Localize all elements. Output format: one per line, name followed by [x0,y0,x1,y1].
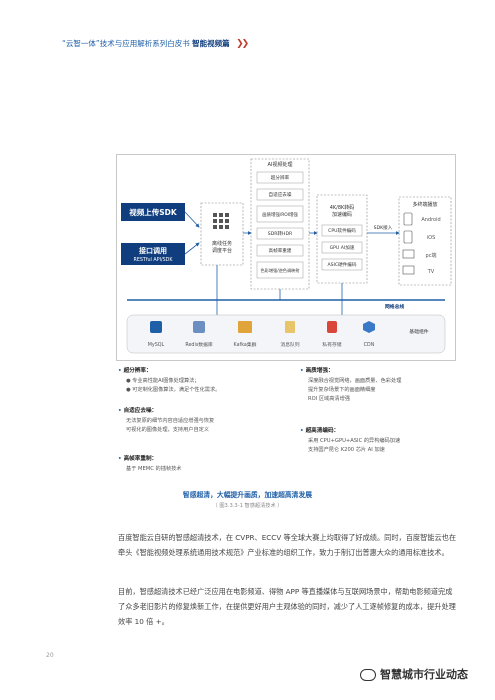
bullet-line: ROI 区域高清增强 [308,396,350,402]
encode-title-1: 4K/8K转码 [330,204,355,211]
bullet-line: 采用 CPU+GPU+ASIC 的异构编码加速 [308,438,401,444]
bullet-line: 无法复原的细节内容自适应增强与恢复 [126,418,215,424]
paragraph: 百度智能云自研的智感超清技术，在 CVPR、ECCV 等全球大赛上均取得了好成绩… [118,533,457,557]
scheduler-label-1: 离线任务 [212,240,232,247]
infra-item: CDN [364,342,375,348]
sdk-upload-label: 视频上传SDK [129,207,178,217]
ai-processing-title: AI视频处理 [268,161,293,168]
bullet-line: 深度融合视觉网络，画面质量、色彩处理 [308,378,402,384]
client-item: TV [427,269,435,275]
client-item: pc端 [426,252,437,259]
clients-box [398,196,452,286]
header-title: “云智一体”技术与应用解析系列白皮书 [62,39,190,48]
clients-title: 多终端播放 [412,201,437,208]
queue-icon [285,321,295,333]
encode-items: CPU软件编码 GPU AI加速 ASIC硬件编码 [321,224,363,271]
infra-item: 消息队列 [280,341,299,348]
phone-icon [403,230,413,244]
ai-items: 超分辨率 自适应去噪 画质增强/ROI增强 SDR转HDR 高帧率重建 色彩增强… [256,171,304,279]
network-bus-label: 网络总线 [385,303,404,310]
ai-item: 高帧率重建 [269,247,292,254]
bullet-title: 超高清编码： [300,426,400,434]
phone-icon [403,212,413,226]
infra-item: 私有存储 [322,341,341,348]
bullet-high-framerate: 高帧率重制： 基于 MEMC 的插帧技术 [118,454,182,474]
ai-item: SDR转HDR [268,230,293,237]
grid-icon [213,213,229,229]
client-item: iOS [427,235,436,241]
bullet-denoise: 自适应去噪： 无法复原的细节内容自适应增强与恢复 可视化的图像处理，支持用户自定… [118,406,215,435]
bullet-line: 支持国产昆仑 K200 芯片 AI 加速 [308,447,385,453]
watermark: 智慧城市行业动态 [360,666,468,682]
encode-item: CPU软件编码 [328,227,356,234]
storage-icon [327,321,337,333]
scheduler-box [200,202,244,266]
bullet-super-resolution: 超分辨率： ● 专业高性能AI图像处理算法； ● 可定制化图像算法，满足个性化需… [118,366,221,395]
infra-item: Kafka集群 [234,341,257,348]
sdk-upload-box [121,203,185,221]
bullet-line: 提升复杂场景下的画面精细度 [308,387,376,393]
api-call-sublabel: RESTful API/SDK [133,257,173,263]
bullet-line: ● 可定制化图像算法，满足个性化需求。 [126,387,221,393]
bullet-title: 超分辨率： [118,366,220,374]
page-number: 20 [46,652,54,659]
database-icon [150,321,162,333]
bullet-line: 基于 MEMC 的插帧技术 [126,466,182,472]
infra-items: MySQL Redis数据库 Kafka集群 消息队列 私有存储 CDN [148,321,375,348]
client-items: Android iOS pc端 TV [402,212,441,275]
figure-caption-sub: （ 图3.3.3-1 智感超清技术 ） [212,503,283,509]
api-call-box [121,243,185,265]
bullet-quality-enhance: 画质增强： 深度融合视觉网络，画面质量、色彩处理 提升复杂场景下的画面精细度 R… [300,366,402,404]
ai-item: 超分辨率 [271,174,290,181]
tv-icon [402,265,415,275]
encode-title-2: 加速编码 [332,211,352,218]
architecture-diagram: 视频上传SDK 接口调用 RESTful API/SDK 离线任务 调度平台 A… [116,154,456,361]
infra-item: MySQL [148,342,165,348]
ai-item: 画质增强/ROI增强 [262,211,298,218]
feature-bullets: 超分辨率： ● 专业高性能AI图像处理算法； ● 可定制化图像算法，满足个性化需… [118,362,454,482]
scheduler-label-2: 调度平台 [212,247,232,254]
client-item: Android [421,217,440,223]
encode-item: GPU AI加速 [330,244,355,251]
bullet-title: 自适应去噪： [118,406,214,414]
api-call-label: 接口调用 [139,246,167,255]
bullet-uhd-encode: 超高清编码： 采用 CPU+GPU+ASIC 的异构编码加速 支持国产昆仑 K2… [300,426,401,455]
architecture-diagram-svg: 视频上传SDK 接口调用 RESTful API/SDK 离线任务 调度平台 A… [121,158,452,354]
infra-label: 基础组件 [409,328,428,335]
ai-item: 色彩增强/逆色调映射 [260,267,299,274]
watermark-text: 智慧城市行业动态 [380,668,468,681]
running-header: “云智一体”技术与应用解析系列白皮书 智能视频篇 ❯❯ [62,38,249,49]
figure-caption-title: 智感超清，大幅提升画质，加速超高清发展 [182,491,313,499]
ai-item: 自适应去噪 [269,191,292,198]
bullet-title: 画质增强： [300,366,401,374]
kafka-icon [238,321,252,333]
sdk-access-label: SDK接入 [374,224,393,231]
bullet-line: 可视化的图像处理，支持用户自定义 [126,427,210,433]
wechat-icon [360,669,376,681]
bullet-line: ● 专业高性能AI图像处理算法； [126,378,200,384]
infra-item: Redis数据库 [185,341,213,348]
monitor-icon [402,249,415,259]
encode-item: ASIC硬件编码 [328,261,357,268]
bullet-title: 高帧率重制： [118,454,181,462]
header-section: 智能视频篇 [192,39,230,48]
cdn-icon [363,321,375,333]
chevron-right-icon: ❯❯ [236,39,249,49]
redis-icon [193,321,205,333]
paragraph: 目前，智感超清技术已经广泛应用在电影频道、得物 APP 等直播媒体与互联网场景中… [118,587,456,626]
